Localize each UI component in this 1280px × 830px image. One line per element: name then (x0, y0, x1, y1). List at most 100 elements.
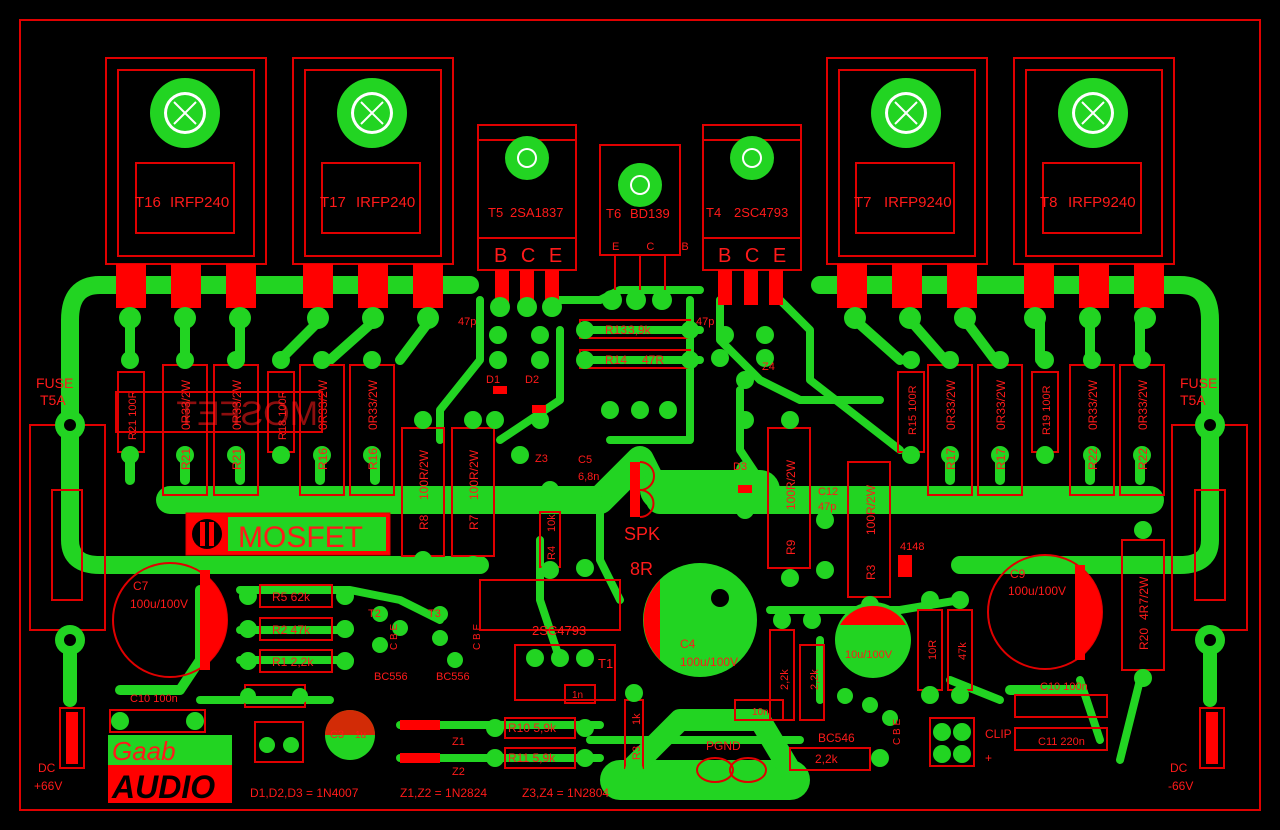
svg-text:R17: R17 (944, 448, 958, 470)
svg-text:Z3: Z3 (535, 453, 548, 465)
svg-text:R3: R3 (631, 746, 643, 760)
svg-text:R9: R9 (784, 539, 798, 555)
svg-text:4R7/2W: 4R7/2W (1137, 576, 1151, 620)
mirrored-mosfet-label: MOSFET (176, 395, 318, 433)
svg-text:T3: T3 (428, 608, 441, 620)
logo-bottom-text: AUDIO (111, 769, 215, 805)
svg-text:R18 100R: R18 100R (277, 390, 289, 440)
capacitor-c9: C9 100u/100V (987, 554, 1103, 670)
dc-in-negative: DC -66V (1168, 707, 1225, 793)
svg-text:47R: 47R (642, 353, 664, 367)
svg-text:D3: D3 (733, 461, 747, 473)
svg-text:2,2k: 2,2k (779, 669, 791, 690)
t6-part: BD139 (630, 206, 670, 221)
right-resistor-bank: R15 100R R17 0R33/2W R17 0R33/2W R19 100… (897, 351, 1165, 496)
svg-text:BC556: BC556 (436, 671, 470, 683)
svg-text:1u: 1u (355, 730, 366, 741)
svg-text:D2: D2 (525, 374, 539, 386)
spk-value: 8R (630, 559, 653, 579)
dc-in-positive: DC +66V (34, 707, 85, 793)
svg-text:C B E: C B E (472, 624, 483, 650)
svg-text:R15 100R: R15 100R (907, 385, 919, 435)
brand-logo: Gaab AUDIO (108, 735, 232, 805)
svg-text:R8: R8 (417, 514, 431, 530)
svg-text:10k: 10k (546, 514, 558, 532)
svg-text:10n: 10n (752, 707, 769, 718)
svg-text:C11 220n: C11 220n (1038, 736, 1085, 748)
svg-text:1k: 1k (631, 713, 643, 725)
svg-text:100u/100V: 100u/100V (130, 597, 188, 611)
left-resistor-bank: R21 100R R21 0R33/2W R21 0R33/2W R18 100… (115, 351, 395, 496)
svg-text:0R33/2W: 0R33/2W (1136, 379, 1150, 430)
t17-label: T17 (320, 194, 346, 211)
svg-text:R21: R21 (230, 448, 244, 470)
svg-text:CLIP: CLIP (985, 727, 1012, 741)
power-transistor-t8: T8 IRFP9240 (1013, 57, 1175, 329)
t6-pins: E C B (612, 241, 701, 253)
svg-text:10u/100V: 10u/100V (845, 649, 893, 661)
svg-text:100R/2W: 100R/2W (417, 449, 431, 500)
svg-text:BC556: BC556 (374, 671, 408, 683)
transistor-t1: 2SC4793 T1 1n 10n R3 1k (479, 579, 784, 779)
t16-part: IRFP240 (170, 194, 229, 211)
board-outline (19, 19, 1261, 811)
svg-text:1n: 1n (572, 690, 583, 701)
fuse-left: FUSE T5A (29, 375, 106, 655)
t4-part: 2SC4793 (734, 205, 788, 220)
pgnd-connector: PGND (696, 739, 767, 783)
svg-text:6,8n: 6,8n (578, 471, 599, 483)
svg-text:R7: R7 (467, 514, 481, 530)
power-transistor-t17: T17 IRFP240 (292, 57, 454, 329)
driver-transistor-t5: T5 2SA1837 B C E (477, 124, 577, 305)
middle-resistors: R8 100R/2W R7 100R/2W R9 100R/2W R3 100R… (401, 411, 1165, 687)
clip-section: 2,2k 2,2k C B E BC546 2,2k 10R 47k CLIP … (769, 591, 1108, 771)
svg-text:R11 5,9k: R11 5,9k (508, 751, 556, 765)
svg-text:+66V: +66V (34, 779, 62, 793)
t7-label: T7 (854, 194, 872, 211)
svg-text:R10 5,9k: R10 5,9k (508, 721, 557, 735)
power-transistor-t7: T7 IRFP9240 (826, 57, 988, 329)
svg-text:Z1: Z1 (452, 736, 465, 748)
svg-text:C9: C9 (1010, 567, 1026, 581)
svg-text:R3: R3 (864, 564, 878, 580)
svg-text:Z4: Z4 (762, 361, 775, 373)
svg-text:0R33/2W: 0R33/2W (944, 379, 958, 430)
svg-text:DC: DC (38, 761, 56, 775)
svg-text:100R/2W: 100R/2W (864, 484, 878, 535)
power-transistor-t16: T16 IRFP240 (105, 57, 267, 329)
svg-text:R22: R22 (1136, 448, 1150, 470)
svg-text:R21: R21 (179, 448, 193, 470)
svg-text:D1: D1 (486, 374, 500, 386)
svg-text:-66V: -66V (1168, 779, 1193, 793)
svg-text:BC546: BC546 (818, 731, 855, 745)
svg-text:4148: 4148 (900, 541, 924, 553)
svg-text:0R33/2W: 0R33/2W (1086, 379, 1100, 430)
svg-text:T1: T1 (598, 656, 613, 671)
svg-text:C10 100n: C10 100n (130, 693, 178, 705)
mirrored-label-box (115, 391, 323, 433)
t7-part: IRFP9240 (884, 194, 952, 211)
svg-text:DC: DC (1170, 761, 1188, 775)
svg-text:R5 62k: R5 62k (272, 590, 311, 604)
svg-text:C4: C4 (680, 637, 696, 651)
svg-text:R17: R17 (994, 448, 1008, 470)
svg-text:0R33/2W: 0R33/2W (366, 379, 380, 430)
svg-text:R16: R16 (316, 448, 330, 470)
driver-transistor-t6: T6 BD139 E C B (599, 144, 701, 310)
svg-text:100R/2W: 100R/2W (784, 459, 798, 510)
svg-text:C12: C12 (818, 486, 838, 498)
svg-text:0R33/2W: 0R33/2W (994, 379, 1008, 430)
svg-text:2,2k: 2,2k (815, 752, 839, 766)
t5-label: T5 (488, 205, 503, 220)
svg-text:R16: R16 (366, 448, 380, 470)
t5-pins: B C E (494, 245, 566, 267)
svg-text:100u/100V: 100u/100V (680, 655, 738, 669)
t4-label: T4 (706, 205, 721, 220)
svg-text:R20: R20 (1137, 628, 1151, 650)
svg-text:C3: C3 (330, 729, 344, 741)
input-section: R5 62k R2 47k R1 2,2k T2 T3 C B E C B E … (109, 584, 594, 778)
svg-text:R14: R14 (605, 353, 627, 367)
t16-label: T16 (135, 194, 161, 211)
svg-text:C5: C5 (578, 454, 592, 466)
